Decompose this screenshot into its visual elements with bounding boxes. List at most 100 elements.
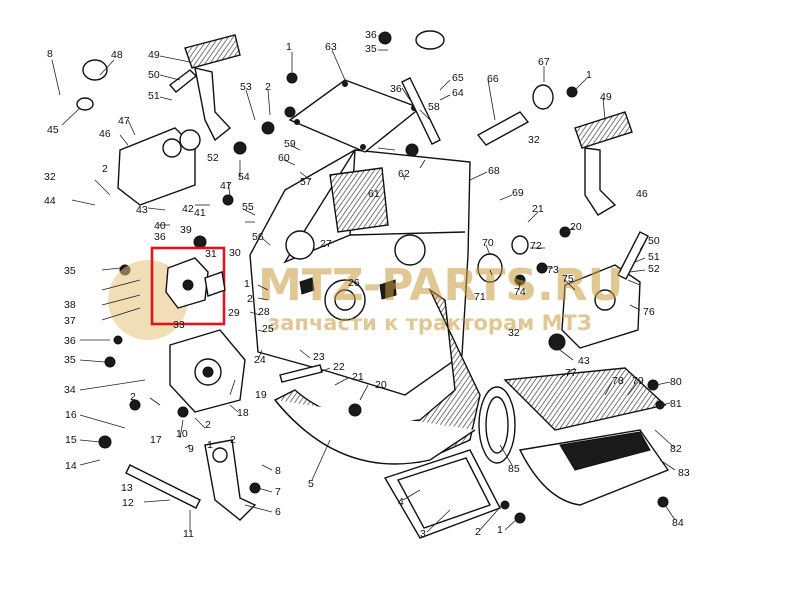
label-49: 49 <box>600 91 612 103</box>
label-70: 70 <box>482 237 494 249</box>
label-61: 61 <box>368 188 380 200</box>
label-20: 20 <box>570 221 582 233</box>
left-bracket-housing <box>117 127 196 206</box>
watermark-tagline: запчасти к тракторам МТЗ <box>268 311 592 335</box>
label-66: 66 <box>487 73 499 85</box>
label-8: 8 <box>275 465 281 477</box>
label-14: 14 <box>65 460 77 472</box>
shaft-tube <box>478 367 670 506</box>
label-15: 15 <box>65 434 77 446</box>
label-52: 52 <box>648 263 660 275</box>
label-21: 21 <box>352 371 364 383</box>
label-7: 7 <box>275 486 281 498</box>
label-2: 2 <box>247 293 253 305</box>
label-34: 34 <box>64 384 76 396</box>
label-28: 28 <box>258 306 270 318</box>
label-60: 60 <box>278 152 290 164</box>
label-47: 47 <box>220 180 232 192</box>
label-46: 46 <box>99 128 111 140</box>
label-85: 85 <box>508 463 520 475</box>
label-2: 2 <box>130 391 136 403</box>
lower-sump-pan <box>273 288 481 465</box>
label-19: 19 <box>255 389 267 401</box>
highlighted-part <box>165 257 226 309</box>
label-35: 35 <box>365 43 377 55</box>
label-84: 84 <box>672 517 684 529</box>
label-43: 43 <box>136 204 148 216</box>
cover-plate <box>383 449 501 539</box>
label-22: 22 <box>333 361 345 373</box>
label-81: 81 <box>670 398 682 410</box>
label-74: 74 <box>514 286 526 298</box>
label-71: 71 <box>474 291 486 303</box>
label-76: 76 <box>643 306 655 318</box>
label-1: 1 <box>497 524 503 536</box>
label-17: 17 <box>150 434 162 446</box>
label-48: 48 <box>111 49 123 61</box>
label-36: 36 <box>64 335 76 347</box>
clutch-pedal-left <box>184 34 241 142</box>
label-31: 31 <box>205 248 217 260</box>
label-65: 65 <box>452 72 464 84</box>
drive-shafts <box>125 69 649 509</box>
top-cover <box>288 79 422 153</box>
label-51: 51 <box>148 90 160 102</box>
label-20: 20 <box>375 379 387 391</box>
label-46: 46 <box>636 188 648 200</box>
label-51: 51 <box>648 251 660 263</box>
label-1: 1 <box>207 439 213 451</box>
label-32: 32 <box>44 171 56 183</box>
label-45: 45 <box>47 124 59 136</box>
label-3: 3 <box>420 528 426 540</box>
label-43: 43 <box>578 355 590 367</box>
label-63: 63 <box>325 41 337 53</box>
label-79: 79 <box>632 375 644 387</box>
label-4: 4 <box>398 496 404 508</box>
label-24: 24 <box>254 354 266 366</box>
label-36: 36 <box>390 83 402 95</box>
label-1: 1 <box>586 69 592 81</box>
label-36: 36 <box>154 231 166 243</box>
label-32: 32 <box>508 327 520 339</box>
label-42: 42 <box>182 203 194 215</box>
label-2: 2 <box>230 434 236 446</box>
label-57: 57 <box>300 176 312 188</box>
label-32: 32 <box>528 134 540 146</box>
label-83: 83 <box>678 467 690 479</box>
label-1: 1 <box>286 41 292 53</box>
label-50: 50 <box>648 235 660 247</box>
label-2: 2 <box>205 419 211 431</box>
label-55: 55 <box>242 201 254 213</box>
label-5: 5 <box>308 478 314 490</box>
label-30: 30 <box>229 247 241 259</box>
label-36: 36 <box>365 29 377 41</box>
label-9: 9 <box>188 443 194 455</box>
label-37: 37 <box>64 315 76 327</box>
right-bracket-housing <box>561 264 641 349</box>
label-2: 2 <box>265 81 271 93</box>
label-40: 40 <box>154 220 166 232</box>
label-29: 29 <box>228 307 240 319</box>
label-64: 64 <box>452 87 464 99</box>
label-13: 13 <box>121 482 133 494</box>
label-23: 23 <box>313 351 325 363</box>
label-38: 38 <box>64 299 76 311</box>
label-68: 68 <box>488 165 500 177</box>
label-78: 78 <box>612 375 624 387</box>
label-12: 12 <box>122 497 134 509</box>
label-6: 6 <box>275 506 281 518</box>
label-16: 16 <box>65 409 77 421</box>
watermark-brand: MTZ-PARTS.RU <box>258 260 623 311</box>
pump-body <box>169 329 246 413</box>
label-27: 27 <box>320 238 332 250</box>
label-77: 77 <box>565 367 577 379</box>
callout-labels: 1 1 1 1 1 2 2 2 2 2 2 2 3 4 5 6 7 8 8 9 … <box>44 29 690 540</box>
label-8: 8 <box>47 48 53 60</box>
label-18: 18 <box>237 407 249 419</box>
gearbox-housing <box>249 149 471 396</box>
label-75: 75 <box>562 273 574 285</box>
label-1: 1 <box>244 278 250 290</box>
label-41: 41 <box>194 207 206 219</box>
label-67: 67 <box>538 56 550 68</box>
label-2: 2 <box>102 163 108 175</box>
